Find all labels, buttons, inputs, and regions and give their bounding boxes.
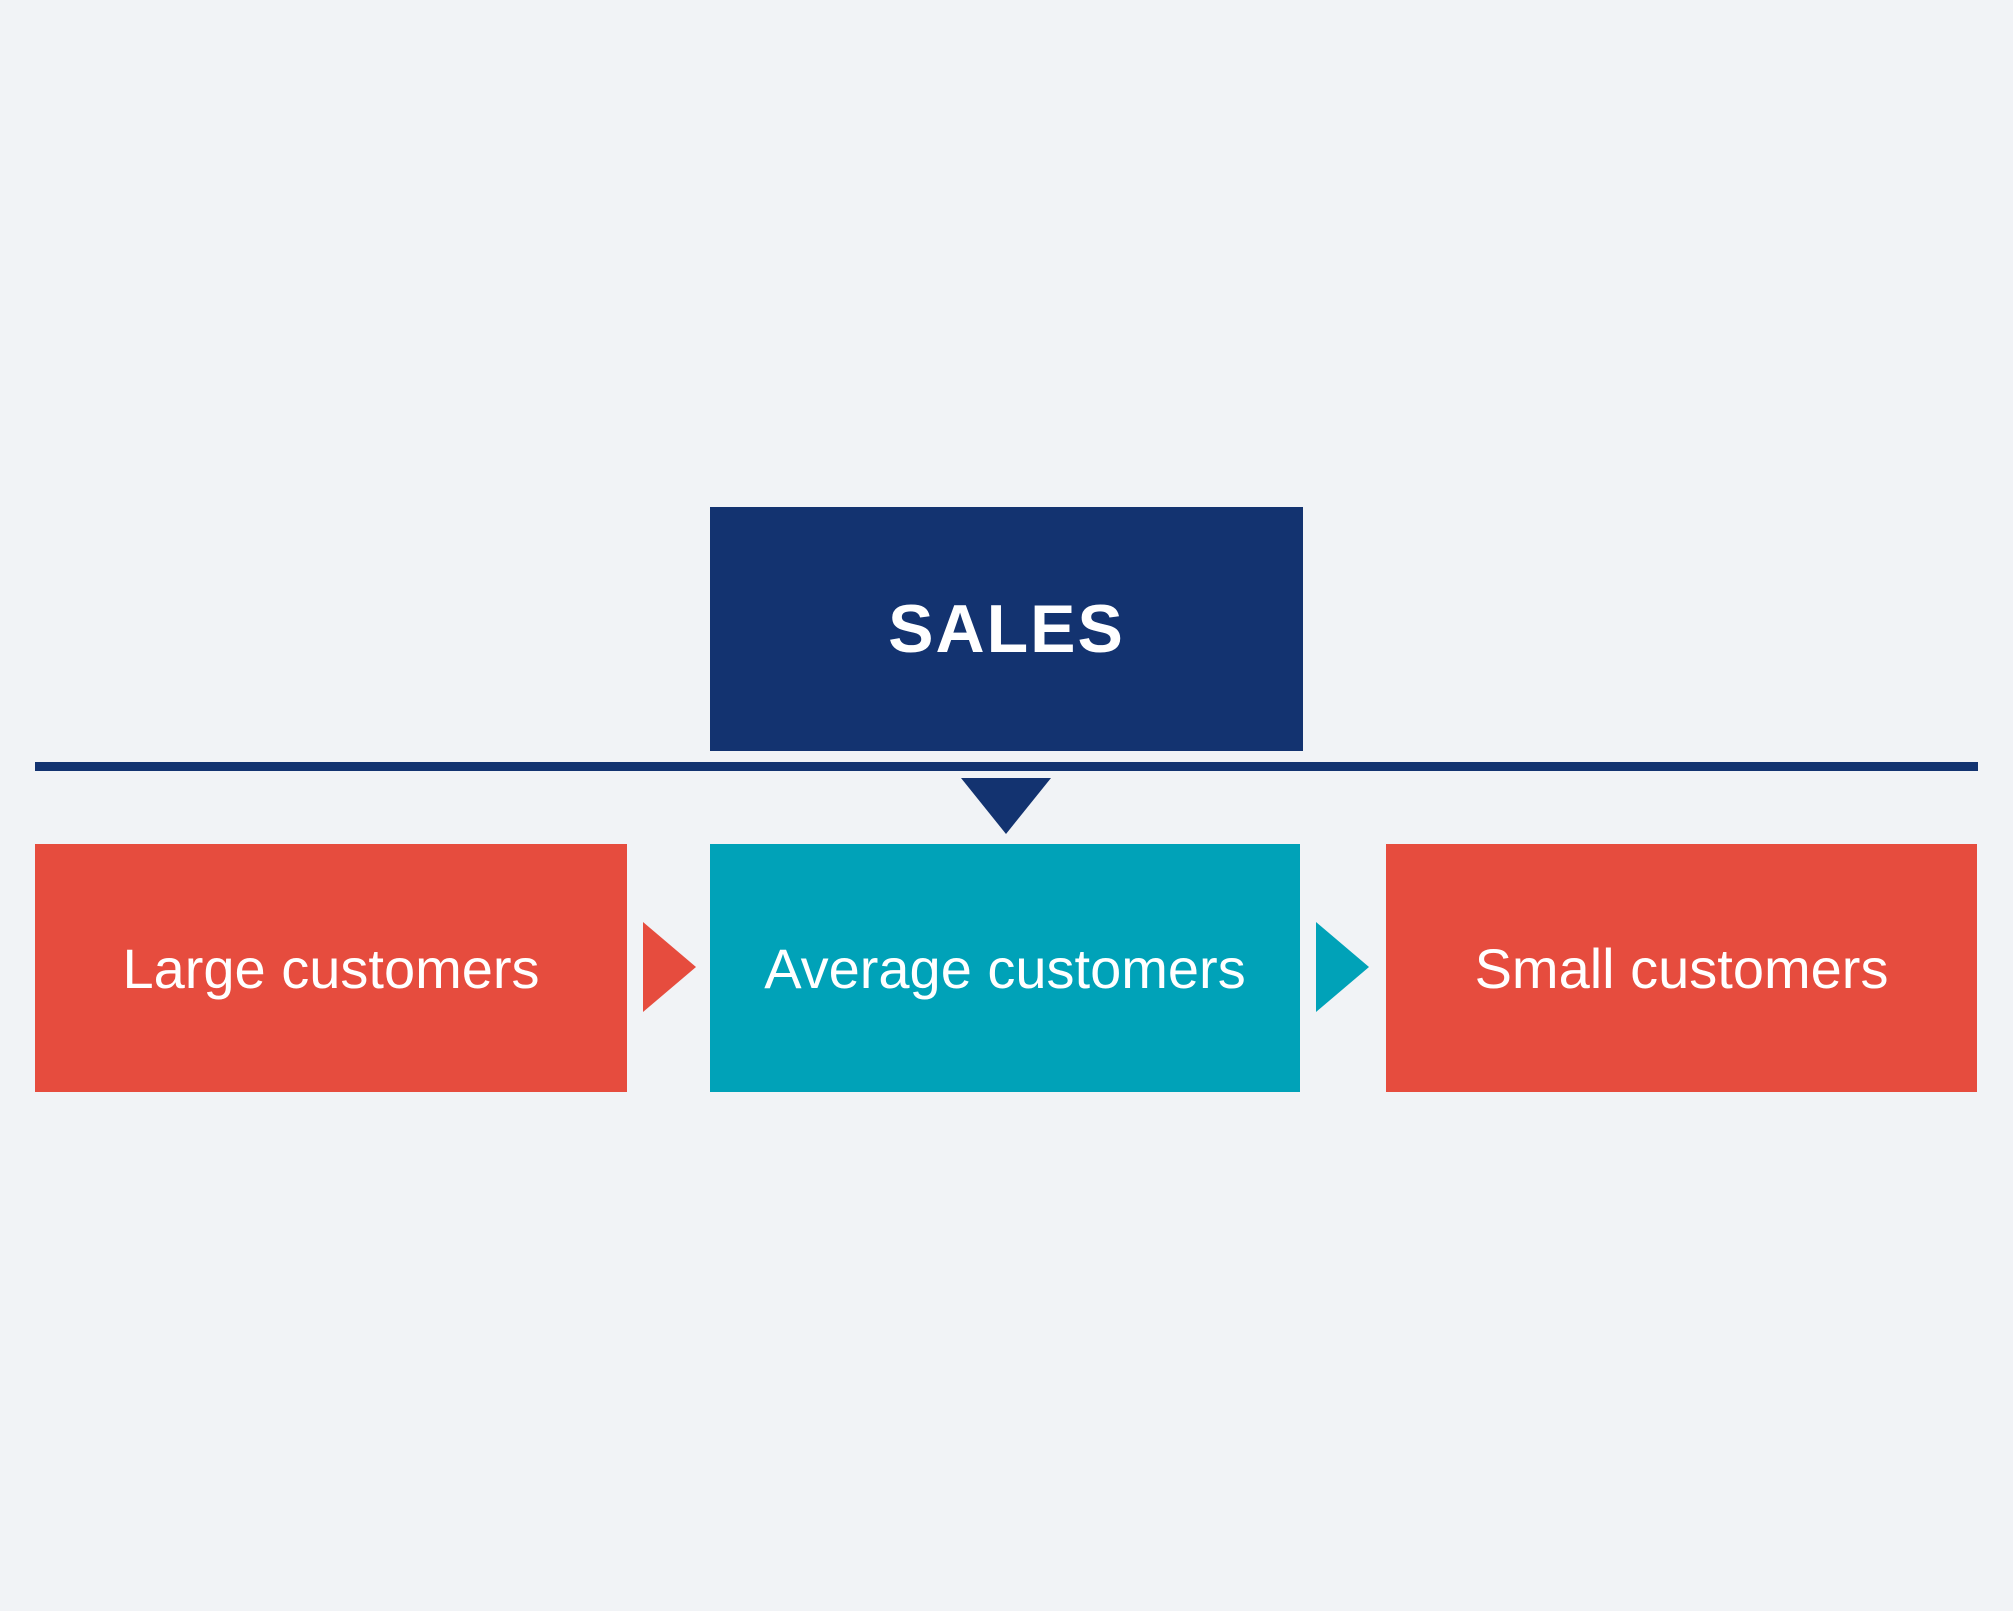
sales-node-label: SALES: [888, 591, 1125, 667]
average-customers-label: Average customers: [764, 936, 1246, 1000]
small-customers-label: Small customers: [1474, 936, 1889, 1000]
sales-node: SALES: [710, 507, 1303, 751]
down-arrow-icon: [961, 778, 1051, 834]
divider-line: [35, 762, 1978, 771]
right-arrow-teal-icon: [1316, 922, 1369, 1012]
large-customers-label: Large customers: [122, 936, 540, 1000]
right-arrow-red-icon: [643, 922, 696, 1012]
average-customers-node: Average customers: [710, 844, 1300, 1092]
small-customers-node: Small customers: [1386, 844, 1977, 1092]
large-customers-node: Large customers: [35, 844, 627, 1092]
